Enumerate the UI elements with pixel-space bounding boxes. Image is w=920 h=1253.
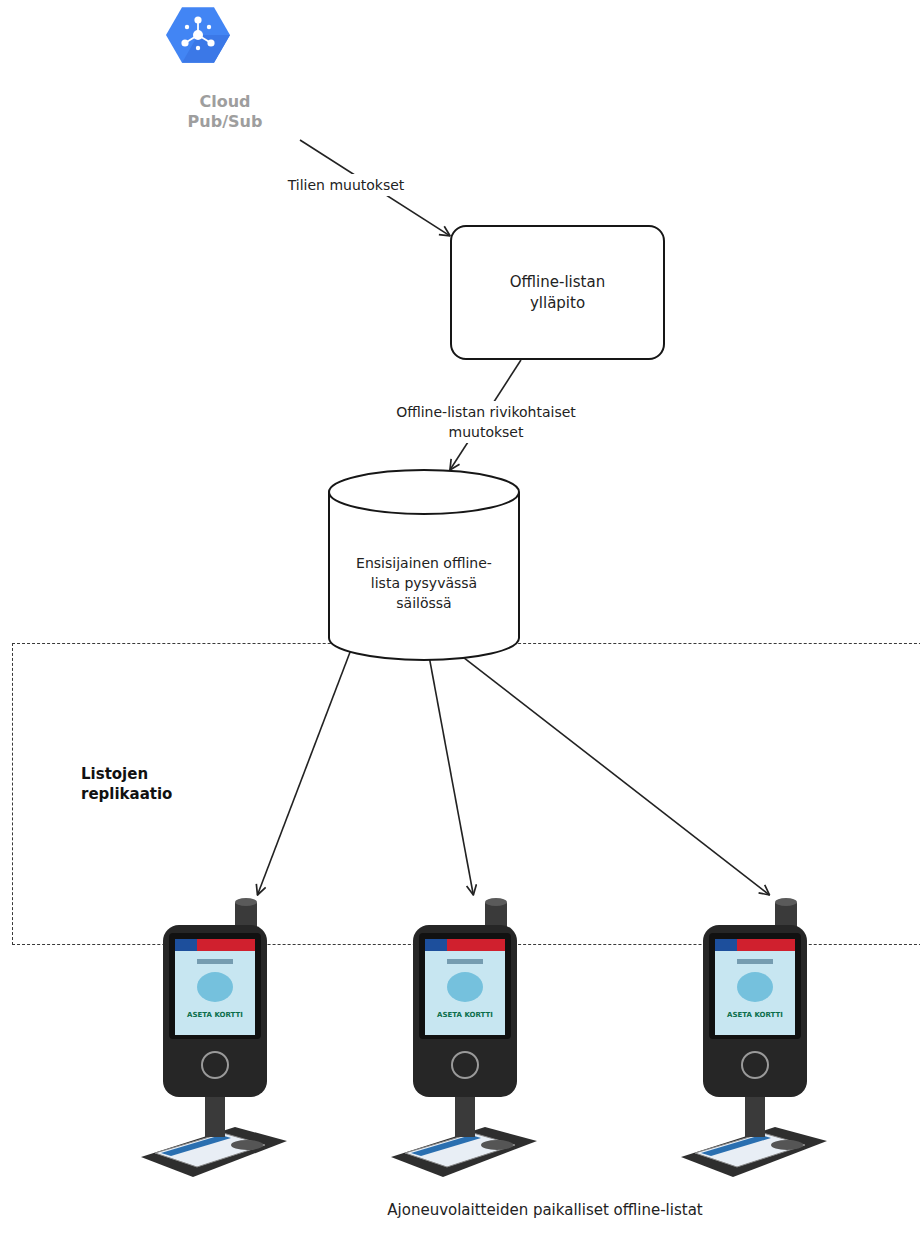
device-body	[413, 925, 517, 1097]
screen-text: ASETA KORTTI	[425, 1011, 505, 1020]
travel-card	[405, 1133, 515, 1167]
screen-logo	[425, 939, 447, 951]
validator-device: ASETA KORTTI	[675, 895, 830, 1180]
validator-device-outline	[675, 895, 830, 1180]
icon-dot	[207, 25, 211, 29]
screen-banner	[197, 939, 255, 951]
device-screen	[175, 939, 255, 1035]
flow-arrow	[430, 660, 474, 895]
edge-label: Offline-listan rivikohtaiset muutokset	[387, 401, 585, 443]
reader-ring	[452, 1052, 478, 1078]
reader-disc	[231, 1140, 263, 1150]
icon-dot	[196, 46, 200, 50]
screen-banner	[737, 939, 795, 951]
device-knob-top	[485, 898, 507, 906]
process-box: Offline-listan ylläpito	[450, 225, 665, 360]
screen-clock	[447, 959, 483, 964]
database-label: Ensisijainen offline-lista pysyvässä säi…	[344, 553, 504, 613]
screen-logo	[715, 939, 737, 951]
device-pole	[745, 1093, 765, 1137]
screen-bezel	[419, 933, 511, 1039]
hexagon-badge	[166, 7, 230, 62]
database-cylinder: Ensisijainen offline-lista pysyvässä säi…	[328, 470, 520, 660]
screen-figure	[737, 972, 773, 1002]
card-stripe	[411, 1135, 481, 1156]
reader-ring	[742, 1052, 768, 1078]
travel-card	[155, 1133, 265, 1167]
flow-arrow	[464, 658, 769, 895]
screen-bezel	[709, 933, 801, 1039]
icon-dot	[207, 39, 214, 46]
service-icon: Cloud Pub/Sub	[150, 0, 300, 140]
device-pole	[455, 1093, 475, 1137]
device-knob-top	[775, 898, 797, 906]
service-name: Cloud Pub/Sub	[175, 92, 275, 132]
flow-arrow	[257, 652, 350, 895]
icon-dot	[181, 39, 188, 46]
validator-device-outline	[385, 895, 540, 1180]
reader-ring	[202, 1052, 228, 1078]
travel-card	[695, 1133, 805, 1167]
icon-dot	[193, 30, 203, 40]
screen-figure	[197, 972, 233, 1002]
screen-figure	[447, 972, 483, 1002]
card-stripe	[701, 1135, 771, 1156]
reader-disc	[481, 1140, 513, 1150]
screen-text: ASETA KORTTI	[175, 1011, 255, 1020]
hexagon-shade	[182, 35, 230, 63]
screen-banner	[447, 939, 505, 951]
icon-dot	[194, 16, 201, 23]
screen-bezel	[169, 933, 261, 1039]
process-label: Offline-listan ylläpito	[483, 272, 633, 314]
cylinder-body	[329, 492, 519, 660]
device-knob-top	[235, 898, 257, 906]
icon-dot	[185, 25, 189, 29]
card-stripe	[161, 1135, 231, 1156]
validator-device: ASETA KORTTI	[385, 895, 540, 1180]
validator-device-outline	[135, 895, 290, 1180]
region-label: Listojen replikaatio	[81, 764, 206, 804]
device-body	[163, 925, 267, 1097]
screen-clock	[197, 959, 233, 964]
reader-disc	[771, 1140, 803, 1150]
diagram-caption: Ajoneuvolaitteiden paikalliset offline-l…	[387, 1200, 702, 1220]
cylinder-top	[329, 470, 519, 514]
validator-device: ASETA KORTTI	[135, 895, 290, 1180]
screen-logo	[175, 939, 197, 951]
screen-text: ASETA KORTTI	[715, 1011, 795, 1020]
edge-label: Tilien muutokset	[284, 174, 409, 196]
device-body	[703, 925, 807, 1097]
device-screen	[715, 939, 795, 1035]
device-screen	[425, 939, 505, 1035]
device-pole	[205, 1093, 225, 1137]
screen-clock	[737, 959, 773, 964]
